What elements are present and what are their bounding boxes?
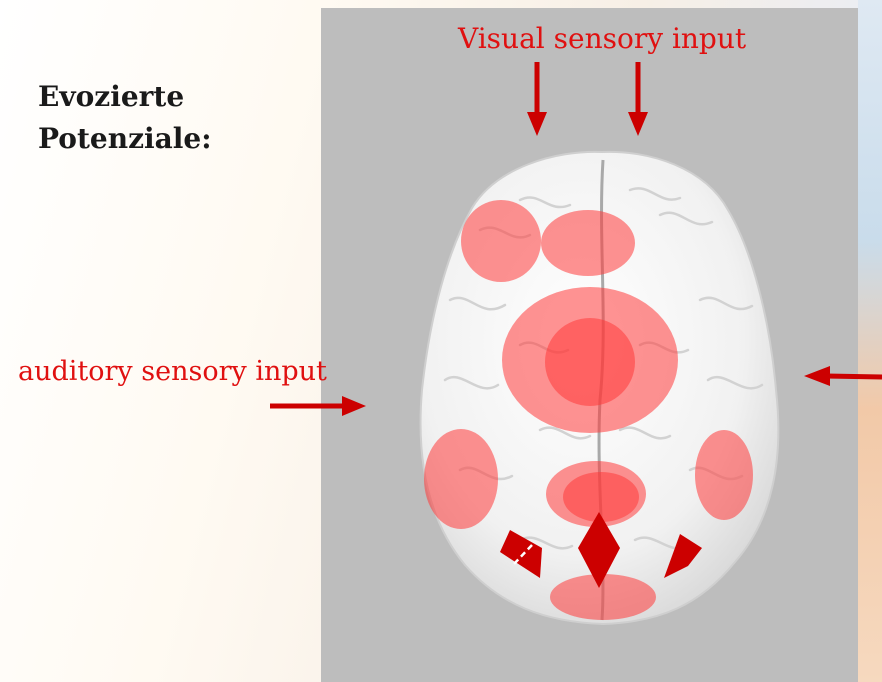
region-temporal-left <box>424 429 498 529</box>
background-edge-strip <box>858 0 882 682</box>
title-line-1: Evozierte <box>38 76 298 118</box>
region-frontal-left <box>461 200 541 282</box>
slide-title: Evozierte Potenziale: <box>38 76 298 160</box>
region-temporal-right <box>695 430 753 520</box>
auditory-input-label: auditory sensory input <box>18 356 327 387</box>
region-frontal-mid <box>541 210 635 276</box>
region-parietal-inner <box>563 472 639 522</box>
visual-input-label: Visual sensory input <box>458 22 746 55</box>
title-line-2: Potenziale: <box>38 118 298 160</box>
region-central-inner <box>545 318 635 406</box>
region-occipital <box>550 574 656 620</box>
